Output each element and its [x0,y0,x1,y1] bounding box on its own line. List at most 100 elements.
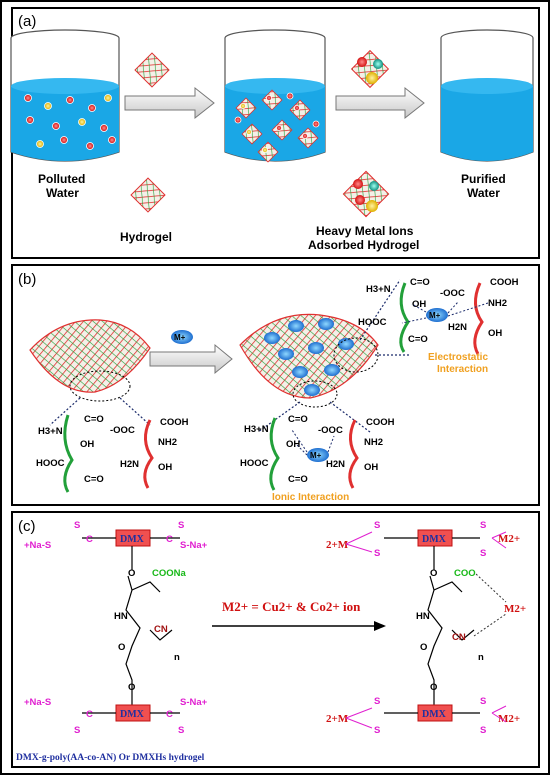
pollutant-ion-icon [78,118,86,126]
ion-bm-icon [307,448,329,462]
s-rbr-2: S [480,725,486,736]
m2-right-bottom: M2+ [498,713,520,725]
arrow-2-icon [335,86,425,120]
nh-r: HN [416,611,430,622]
chem-h2n-left: H2N [120,459,139,470]
pollutant-ion-icon [26,116,34,124]
chem-oh-bm: OH [286,439,300,450]
label-purified-2: Water [467,186,500,200]
adsorbed-ion-icon [245,128,252,135]
ion-label: M+ [174,333,186,342]
dmx-top-left: DMX [120,534,145,545]
metal-ion-icon [288,320,304,332]
o-mid: O [118,642,125,653]
label-ionic: Ionic Interaction [272,492,349,503]
panel-a: (a) Polluted Water [10,7,540,259]
chem-top-right: H3+N C=O OH HOOC C=O -OOC COOH NH2 H2N O… [358,277,519,375]
chem-h2n-tr: H2N [448,322,467,333]
chem-oh-left-2: OH [158,462,172,473]
hydrogel-particle-icon [235,97,257,119]
pollutant-ion-icon [104,94,112,102]
label-hydrogel: Hydrogel [120,230,172,244]
o-top-r: O [430,568,437,579]
hydrogel-icon-top [134,52,170,88]
adsorbed-ion-icon [275,125,282,132]
coo-r: COO [454,568,476,579]
zoom-lines [49,279,410,433]
chem-co-tr-1: C=O [410,277,430,288]
chem-co-left-1: C=O [84,414,104,425]
chem-nh2-tr: NH2 [488,298,507,309]
adsorbed-ion-icon [265,95,272,102]
chem-ooc-bm: -OOC [318,425,343,436]
adsorbed-gel-icon-bottom [342,170,390,218]
chem-cooh-bm: COOH [366,417,395,428]
hydrogel-particles [234,89,320,163]
dmx-top-right: DMX [422,534,447,545]
s-tr-1: S [178,520,184,531]
adsorbed-ion-icon [261,146,268,153]
coona: COONa [152,568,187,579]
pollutant-ion-icon [66,96,74,104]
hydrogel-sheet-left [29,319,151,402]
chem-cooh-left: COOH [160,417,189,428]
ion-tr-label: M+ [429,311,441,320]
n-sub: n [174,652,180,663]
chem-ooc-tr: -OOC [440,288,465,299]
panel-b: (b) M+ [11,264,540,506]
s-rtr-1: S [480,520,486,531]
zoom-circle-upper [333,337,379,373]
panel-a-tag: (a) [18,13,36,30]
s-rtr-2: S [480,548,486,559]
s-rbl-2: S [374,725,380,736]
chem-h2n-bm: H2N [326,459,345,470]
pollutant-ion-icon [60,136,68,144]
chem-hooc-left: HOOC [36,458,65,469]
metal-ion-icon [304,384,320,396]
panel-b-tag: (b) [18,271,36,288]
s-na-br: S-Na+ [180,697,208,708]
hydrogel-particle-icon [257,141,279,163]
chem-h3n-bm: H3+N [244,424,269,435]
metal-ion-icon [308,342,324,354]
s-rbl-1: S [374,696,380,707]
label-adsorbed-1: Heavy Metal Ions [316,224,414,238]
o-bottom: O [128,682,135,693]
s-rtl-1: S [374,520,380,531]
beaker-purified [440,29,534,162]
s-na-tr: S-Na+ [180,540,208,551]
metal-ion-icon [264,332,280,344]
chem-nh2-bm: NH2 [364,437,383,448]
metal-ion-icon [318,318,334,330]
panel-c-border [11,511,540,768]
hydrogel-particle-icon [271,119,293,141]
pollutant-ion-icon [234,116,242,124]
ion-tr-icon [426,308,448,322]
cn-left: CN [154,624,168,635]
m2-right-top: M2+ [498,533,520,545]
pollutant-ion-icon [52,122,60,130]
hydrogel-particle-icon [241,123,263,145]
chem-ooc-left: -OOC [110,425,135,436]
s-bl-2: S [74,725,80,736]
dmx-bottom-right: DMX [422,709,447,720]
c-br: C [166,709,173,720]
na-s-bl: +Na-S [24,697,51,708]
label-electrostatic-1: Electrostatic [428,352,488,363]
caption: DMX-g-poly(AA-co-AN) Or DMXHs hydrogel [16,752,205,763]
dmx-bottom-left: DMX [120,709,145,720]
n-sub-r: n [478,652,484,663]
panel-c-tag: (c) [18,518,36,535]
adsorbed-ions [264,318,354,396]
label-polluted-2: Water [46,186,79,200]
chem-co-bm-1: C=O [288,414,308,425]
metal-ion-icon [278,348,294,360]
hn-left: HN [114,611,128,622]
structure-right: DMX 2+M S S S S M2+ O COO HN CN O n O M2… [326,520,526,736]
o-bottom-r: O [430,682,437,693]
cn-r: CN [452,632,466,643]
pollutant-ion-icon [100,124,108,132]
reaction-label: M2+ = Cu2+ & Co2+ ion [222,599,361,614]
chem-bottom-mid: H3+N C=O OH HOOC C=O -OOC COOH NH2 H2N O… [240,414,395,503]
label-electrostatic-2: Interaction [437,364,488,375]
